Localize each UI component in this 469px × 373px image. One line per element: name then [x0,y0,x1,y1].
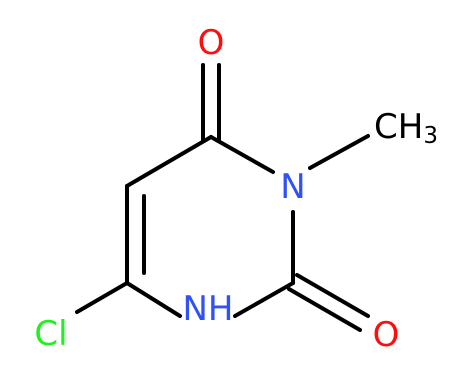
bond-n1-c6 [125,281,182,318]
bond-c6-cl [75,281,129,314]
atom-methyl: CH3 [374,107,438,149]
atom-methyl-main: CH [374,107,423,147]
atom-labels: O N NH O Cl CH3 [34,23,438,355]
bond-c2-o-bottom-a [287,287,362,332]
atom-cl: Cl [34,314,67,354]
atom-n3: N [280,167,305,207]
bond-n3-methyl [308,134,370,170]
bond-c2-n1 [233,281,295,318]
bonds [75,63,370,332]
bond-c2-o-bottom-b [295,273,370,318]
bond-c4-n3 [209,135,275,174]
bond-c5-c4 [125,135,213,188]
atom-n1: NH [183,289,234,329]
atom-o-bottom: O [373,315,400,355]
atom-methyl-subscript: 3 [423,123,438,149]
atom-o-top: O [198,23,225,63]
